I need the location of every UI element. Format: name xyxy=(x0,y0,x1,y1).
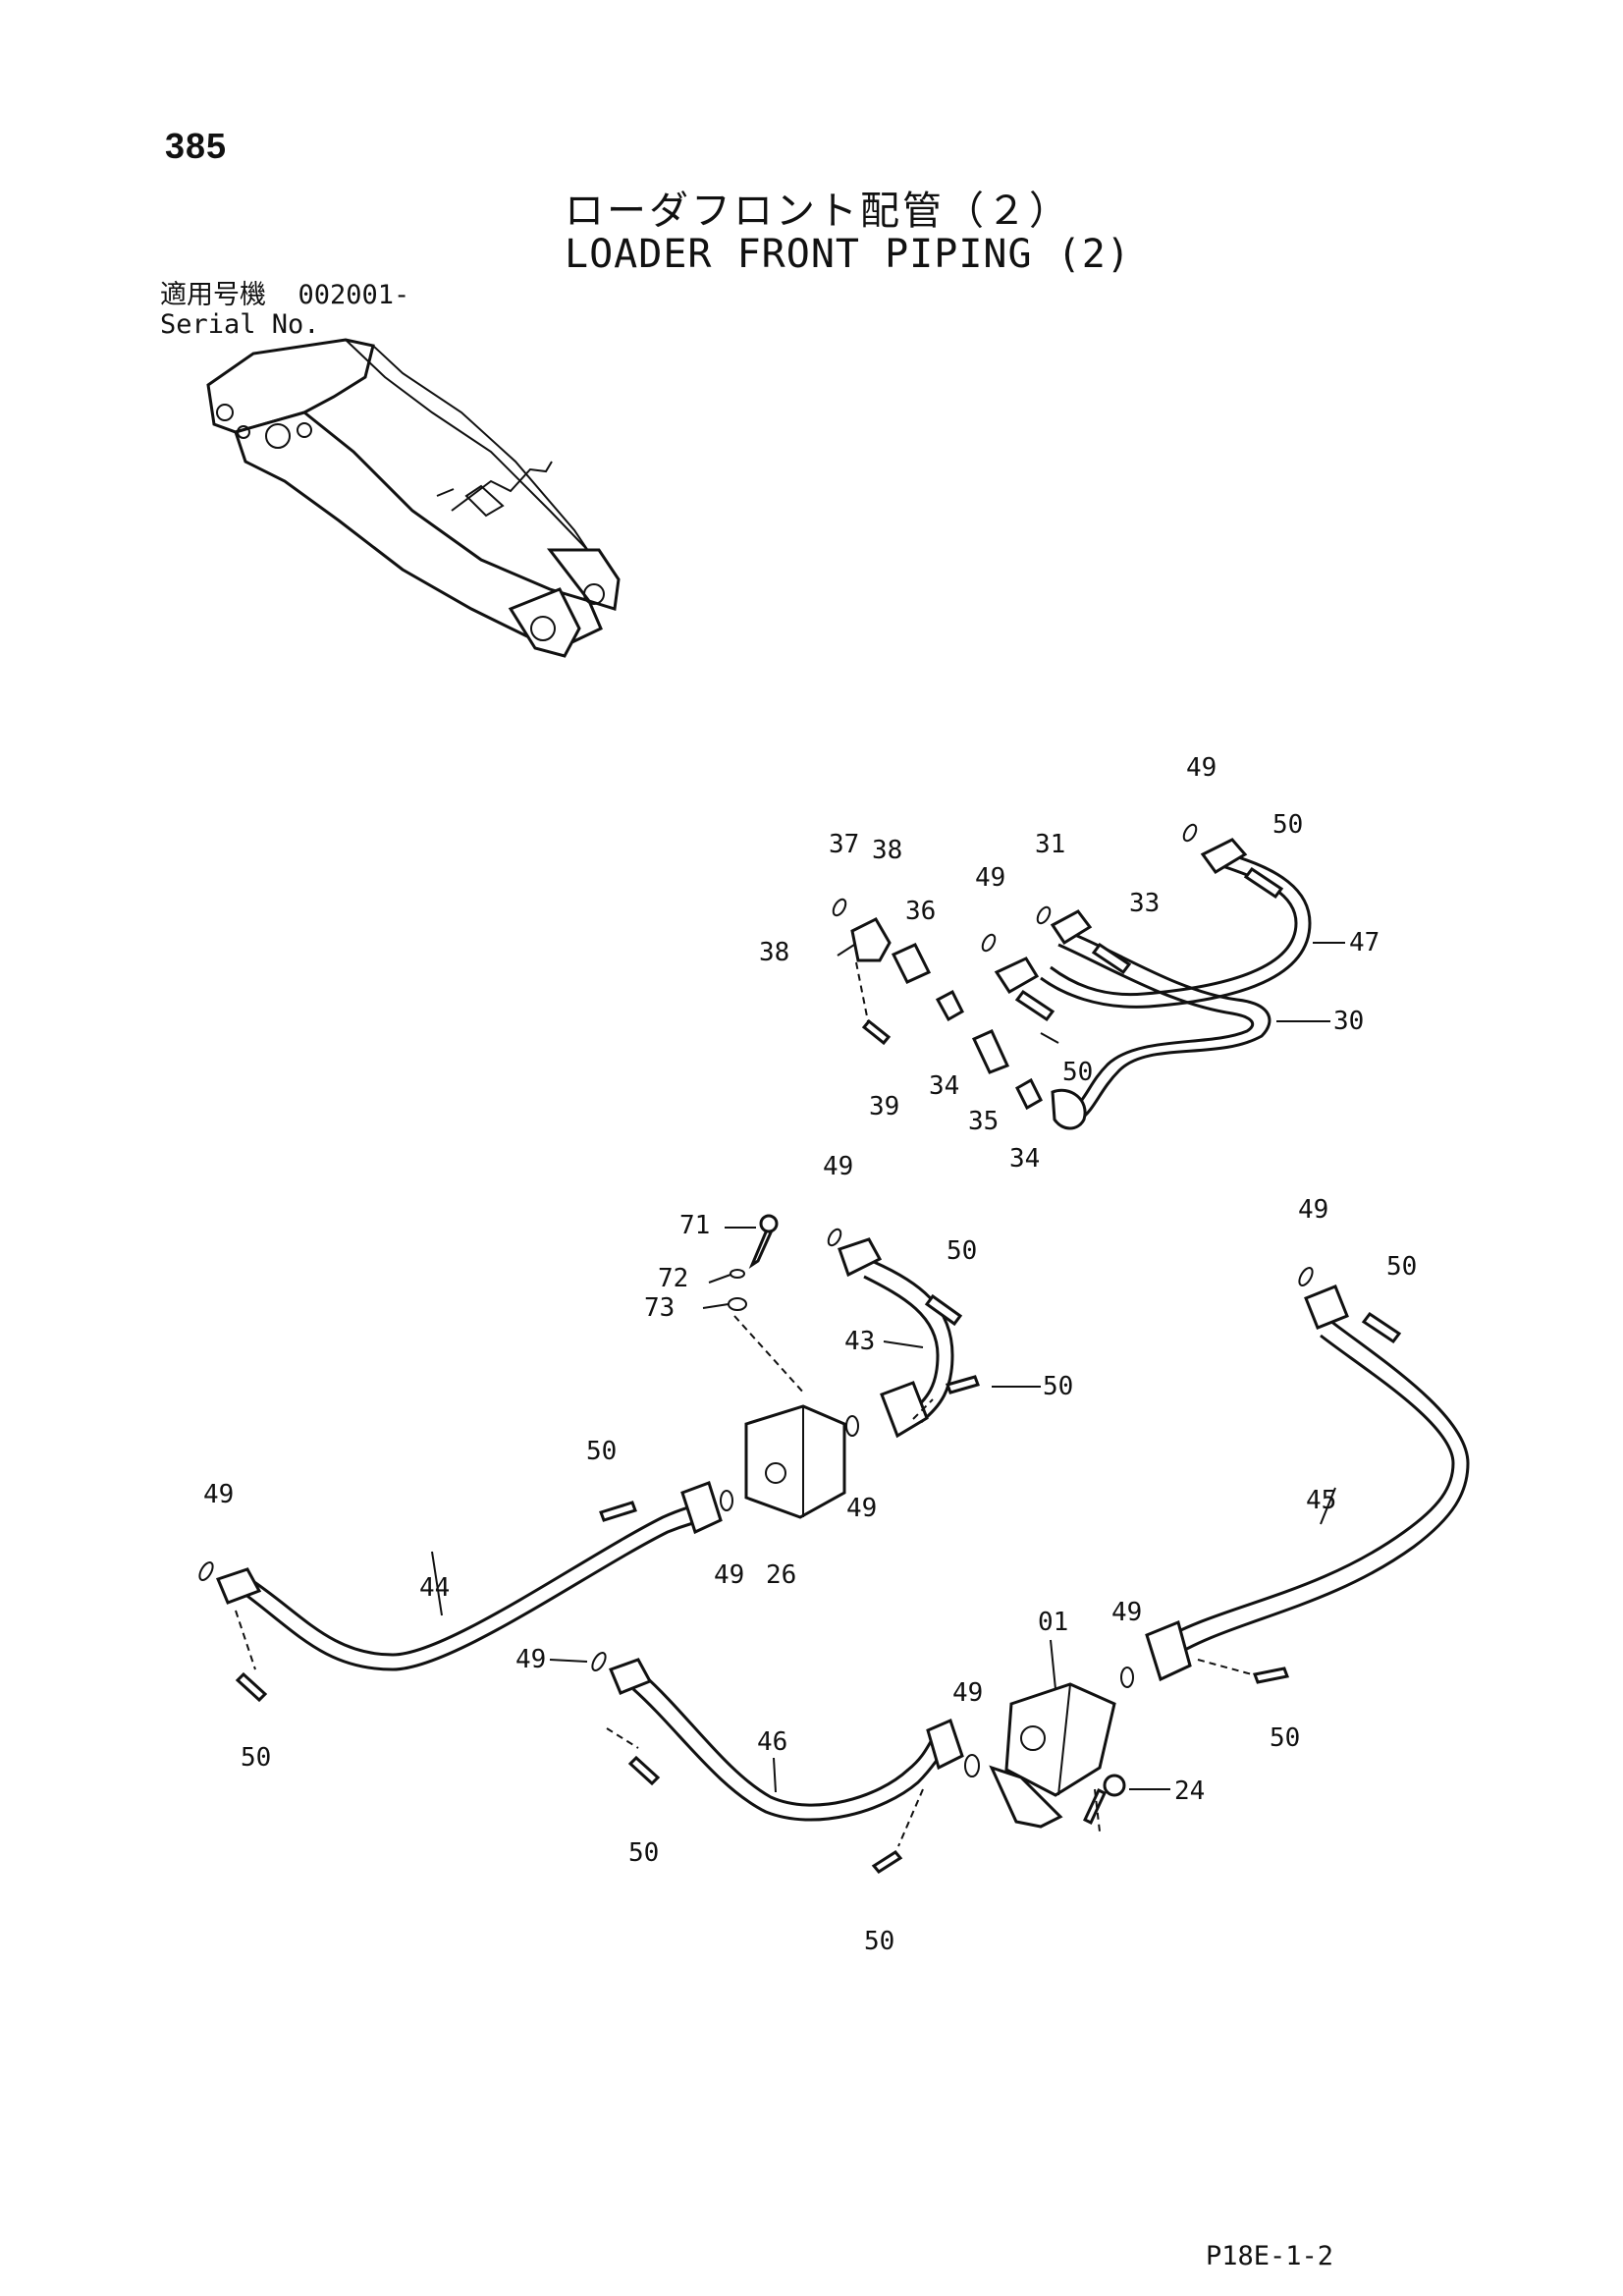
label-43: 43 xyxy=(844,1327,875,1356)
label-73: 73 xyxy=(644,1293,675,1323)
label-72: 72 xyxy=(658,1264,688,1293)
middle-pipe-assembly xyxy=(198,1214,1470,1703)
lower-pipe-assembly xyxy=(549,1639,1170,1874)
label-26: 26 xyxy=(766,1560,796,1590)
label-38: 38 xyxy=(872,836,902,865)
label-36: 36 xyxy=(905,897,936,926)
upper-pipe-assembly xyxy=(832,823,1345,1130)
label-47: 47 xyxy=(1349,928,1380,957)
label-34: 34 xyxy=(1009,1144,1040,1174)
label-49: 49 xyxy=(975,863,1005,893)
page-title-japanese: ローダフロント配管（２） xyxy=(565,189,1071,234)
label-50: 50 xyxy=(628,1838,659,1868)
serial-info: 適用号機 002001- Serial No. xyxy=(160,281,409,340)
label-49: 49 xyxy=(203,1480,234,1509)
serial-label-en: Serial No. xyxy=(160,309,320,340)
label-49: 49 xyxy=(952,1678,983,1708)
page-title-english: LOADER FRONT PIPING (2) xyxy=(565,232,1131,277)
label-49: 49 xyxy=(1186,753,1217,783)
label-50: 50 xyxy=(947,1236,977,1266)
label-50: 50 xyxy=(1043,1372,1073,1401)
label-33: 33 xyxy=(1129,889,1160,918)
label-49: 49 xyxy=(515,1645,546,1674)
page-number: 385 xyxy=(165,126,228,166)
label-71: 71 xyxy=(679,1211,710,1240)
label-24: 24 xyxy=(1174,1777,1205,1806)
label-50: 50 xyxy=(1062,1058,1093,1087)
label-50: 50 xyxy=(1386,1252,1417,1282)
label-49: 49 xyxy=(1111,1598,1142,1627)
label-39: 39 xyxy=(869,1092,899,1121)
label-34: 34 xyxy=(929,1071,959,1101)
label-49: 49 xyxy=(1298,1195,1328,1225)
label-49: 49 xyxy=(714,1560,744,1590)
label-30: 30 xyxy=(1333,1007,1364,1036)
label-35: 35 xyxy=(968,1107,999,1136)
serial-value: 002001- xyxy=(298,280,410,310)
label-01: 01 xyxy=(1038,1608,1068,1637)
label-37: 37 xyxy=(829,830,859,859)
label-45: 45 xyxy=(1306,1486,1336,1515)
label-50: 50 xyxy=(241,1743,271,1773)
label-50: 50 xyxy=(864,1927,894,1956)
label-31: 31 xyxy=(1035,830,1065,859)
boom-overview-illustration xyxy=(206,338,621,658)
label-50: 50 xyxy=(586,1437,617,1466)
page-code: P18E-1-2 xyxy=(1206,2241,1334,2271)
label-49: 49 xyxy=(846,1494,877,1523)
label-46: 46 xyxy=(757,1727,787,1757)
label-50: 50 xyxy=(1272,810,1303,840)
label-49: 49 xyxy=(823,1152,853,1181)
label-38: 38 xyxy=(759,938,789,967)
serial-label-jp: 適用号機 xyxy=(160,280,266,310)
label-44: 44 xyxy=(419,1573,450,1603)
label-50: 50 xyxy=(1270,1723,1300,1753)
